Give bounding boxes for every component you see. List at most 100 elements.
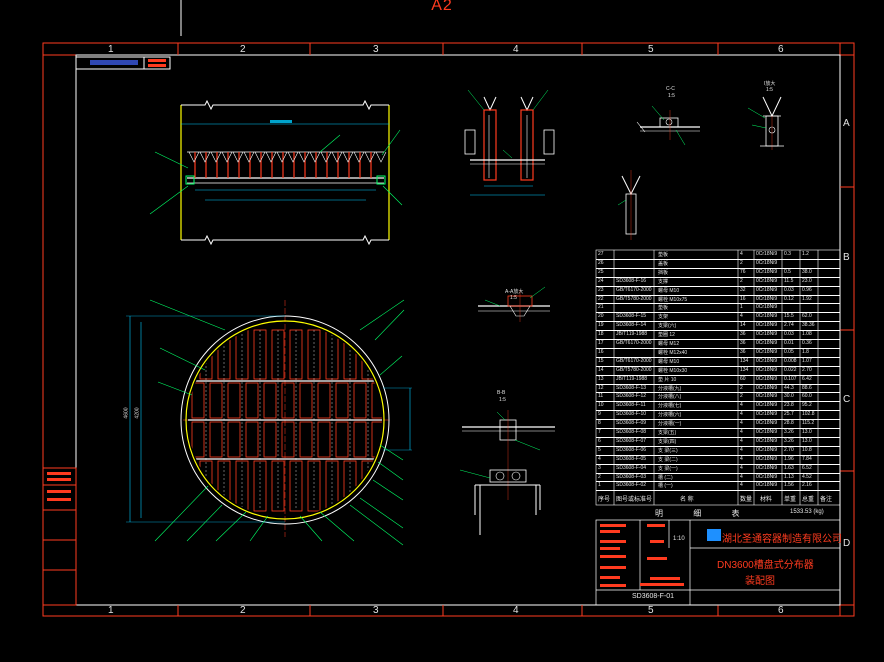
table-cell-name: 支梁(六) — [658, 323, 677, 330]
table-cell-name: 螺栓 M10x30 — [658, 367, 688, 374]
table-cell-w: 0.107 — [784, 375, 797, 382]
table-cell-w: 28.8 — [784, 420, 794, 427]
table-cell-name: 分液槽(八) — [658, 394, 682, 401]
table-cell-qty: 134 — [740, 357, 749, 364]
table-cell-qty: 16 — [740, 295, 746, 302]
table-header-name: 名 称 — [680, 497, 694, 503]
table-cell-no: 8 — [598, 420, 601, 427]
table-cell-code: SD3608-F-04 — [616, 464, 647, 471]
table-cell-name: 槽 (二) — [658, 474, 673, 481]
table-cell-qty: 4 — [740, 455, 743, 462]
table-cell-no: 27 — [598, 251, 604, 257]
table-cell-name: 垫圈 12 — [658, 332, 675, 339]
table-row-divider — [596, 347, 840, 349]
table-cell-name: 支 梁(三) — [658, 447, 678, 454]
table-cell-mat: 0Cr18Ni9 — [756, 473, 778, 480]
table-cell-code: GB/T5780-2000 — [616, 366, 652, 373]
table-cell-tw: 7.84 — [802, 455, 812, 462]
table-cell-tw: 60.0 — [802, 393, 812, 400]
table-cell-code: SD3608-F-05 — [616, 455, 647, 462]
table-cell-tw: 62.0 — [802, 313, 812, 320]
table-row-divider — [596, 472, 840, 474]
table-cell-w: 0.3 — [784, 251, 791, 257]
table-cell-tw: 115.2 — [802, 420, 815, 427]
table-row-divider — [596, 374, 840, 376]
drawing-subtitle: 装配图 — [745, 576, 775, 587]
table-cell-name: 螺母 M10 — [658, 358, 680, 365]
zone-col-1-bottom: 1 — [108, 605, 114, 616]
table-cell-tw: 1.2 — [802, 251, 809, 257]
table-cell-w: 30.0 — [784, 393, 794, 400]
table-row-divider — [596, 419, 840, 421]
table-cell-mat: 0Cr18Ni9 — [756, 366, 778, 373]
table-cell-w: 11.5 — [784, 277, 794, 284]
table-row-divider — [596, 294, 840, 296]
zone-col-2-bottom: 2 — [240, 605, 246, 616]
table-cell-mat: 0Cr18Ni9 — [756, 304, 778, 311]
table-row-divider — [596, 481, 840, 483]
table-row-divider — [596, 321, 840, 323]
table-cell-tw: 102.8 — [802, 411, 815, 418]
table-cell-qty: 36 — [740, 348, 746, 355]
detail-middle — [617, 170, 641, 240]
table-cell-no: 19 — [598, 322, 604, 329]
table-cell-tw: 1.08 — [802, 331, 812, 338]
table-cell-name: 垫板 — [658, 252, 669, 258]
table-cell-w: 25.7 — [784, 411, 794, 418]
zone-row-a: A — [843, 118, 850, 129]
sheet-size-label: A2 — [431, 0, 453, 14]
table-cell-w: 0.01 — [784, 340, 794, 346]
zone-col-1-top: 1 — [108, 44, 114, 55]
table-cell-tw: 1.8 — [802, 348, 809, 355]
table-cell-qty: 36 — [740, 331, 746, 338]
table-cell-code: SD3608-F-11 — [616, 402, 646, 409]
table-cell-w: 0.03 — [784, 331, 794, 338]
table-cell-tw: 2.16 — [802, 482, 812, 489]
table-cell-no: 6 — [598, 437, 601, 444]
table-cell-name: 分液槽(一) — [658, 421, 682, 428]
section-aa-scale: 1:5 — [510, 295, 517, 301]
zone-col-5-top: 5 — [648, 44, 654, 55]
table-cell-tw: 10.8 — [802, 446, 812, 453]
table-row-divider — [596, 445, 840, 447]
table-cell-mat: 0Cr18Ni9 — [756, 402, 778, 409]
table-cell-code: GB/T5780-2000 — [616, 295, 652, 302]
company-logo-icon — [707, 529, 721, 541]
table-cell-no: 1 — [598, 482, 601, 489]
table-cell-tw: 1.92 — [802, 295, 812, 302]
table-header-mat: 材料 — [760, 497, 773, 503]
table-cell-tw: 0.36 — [802, 340, 812, 346]
table-cell-code: SD3608-F-02 — [616, 482, 647, 489]
table-row-divider — [596, 267, 840, 269]
zone-col-6-bottom: 6 — [778, 605, 784, 616]
table-cell-mat: 0Cr18Ni9 — [756, 357, 778, 364]
table-cell-mat: 0Cr18Ni9 — [756, 429, 778, 435]
table-cell-tw: 13.0 — [802, 437, 812, 444]
table-row-divider — [596, 258, 840, 260]
table-cell-no: 14 — [598, 366, 604, 373]
table-cell-qty: 4 — [740, 437, 743, 444]
section-cc — [636, 105, 700, 146]
table-cell-name: 支架 — [658, 314, 669, 321]
table-cell-qty: 4 — [740, 473, 743, 480]
zone-col-3-top: 3 — [373, 44, 379, 55]
table-cell-name: 垫 片 10 — [658, 376, 677, 383]
table-cell-qty: 36 — [740, 340, 746, 346]
table-cell-tw: 6.42 — [802, 375, 812, 382]
table-cell-no: 17 — [598, 340, 604, 346]
table-cell-no: 13 — [598, 375, 604, 382]
table-cell-mat: 0Cr18Ni9 — [756, 313, 778, 320]
table-cell-mat: 0Cr18Ni9 — [756, 295, 778, 302]
table-cell-tw: 38.0 — [802, 268, 812, 275]
table-cell-w: 0.008 — [784, 357, 797, 364]
detail-i-label: I放大 — [764, 81, 776, 87]
table-cell-name: 槽 (一) — [658, 483, 673, 490]
front-view — [149, 99, 403, 246]
table-header-tw: 总重 — [802, 497, 815, 503]
